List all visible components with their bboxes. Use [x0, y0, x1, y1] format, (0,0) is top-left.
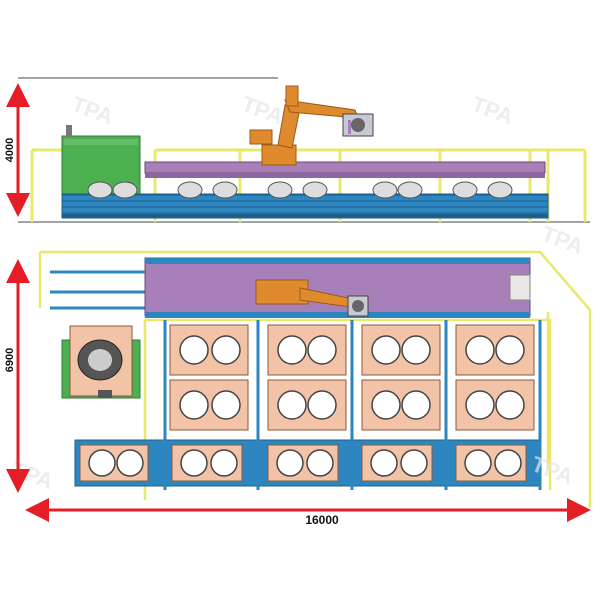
outfeed-conveyor — [74, 439, 541, 487]
infeed-rails — [50, 270, 145, 310]
linear-track-plan — [144, 257, 531, 318]
watermark-text: TPA — [8, 456, 56, 494]
dimension-length: 16000 — [25, 498, 591, 527]
watermark-text: TPA — [238, 91, 286, 129]
robot-arm-elevation — [249, 85, 374, 166]
pallet-column-1 — [169, 324, 249, 431]
bay-frame-posts — [163, 320, 542, 490]
turntable-station — [61, 325, 141, 399]
elevation-view — [18, 77, 590, 223]
linear-track-elevation — [144, 161, 546, 178]
length-dimension-label: 16000 — [305, 513, 339, 527]
depth-dimension-label: 6900 — [4, 348, 16, 372]
dimension-depth: 6900 — [4, 259, 30, 493]
watermark-text: TPA — [68, 91, 116, 129]
dimension-height: 4000 — [4, 83, 30, 217]
pallet-column-2 — [267, 324, 347, 431]
conveyor-base-elevation — [61, 193, 549, 219]
height-dimension-label: 4000 — [4, 138, 16, 162]
pallet-bays — [169, 324, 535, 431]
pallet-column-3 — [361, 324, 441, 431]
plan-view — [38, 250, 592, 508]
watermark-text: TPA — [538, 221, 586, 259]
tyre-stacks-elevation — [87, 181, 513, 199]
robot-arm-plan — [255, 279, 369, 317]
pallet-column-4 — [455, 324, 535, 431]
watermark-text: TPA — [468, 91, 516, 129]
gripper-elevation — [342, 113, 374, 137]
